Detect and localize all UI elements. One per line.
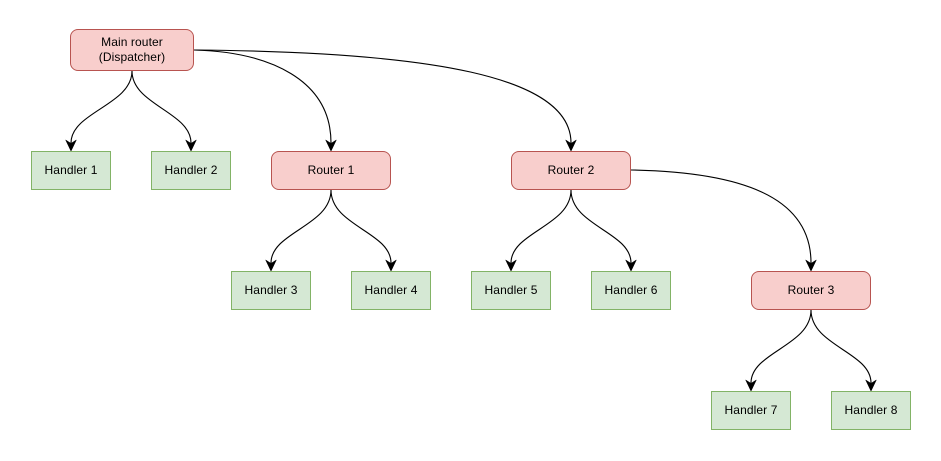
node-label: Router 3 (787, 283, 835, 297)
edge-router-2-to-handler-6[interactable] (570, 189, 637, 272)
edge-line (630, 169, 812, 264)
arrow-head-icon (565, 139, 577, 152)
edge-router-2-to-handler-5[interactable] (505, 189, 572, 272)
edge-line (193, 49, 572, 144)
arrow-head-icon (185, 139, 197, 152)
edge-line (193, 49, 332, 144)
node-main-router[interactable]: Main router (Dispatcher) (70, 29, 194, 71)
edge-router-3-to-handler-8[interactable] (810, 309, 877, 392)
edge-main-to-handler-2[interactable] (131, 70, 197, 152)
arrow-head-icon (745, 379, 757, 392)
node-handler-5[interactable]: Handler 5 (471, 271, 551, 310)
edge-line (270, 189, 332, 264)
node-label: Main router (Dispatcher) (98, 35, 166, 64)
edge-main-to-router-2[interactable] (193, 49, 577, 152)
node-router-2[interactable]: Router 2 (511, 151, 631, 190)
node-label: Handler 8 (844, 403, 898, 417)
node-label: Handler 2 (164, 163, 218, 177)
arrow-head-icon (865, 379, 877, 392)
edge-line (750, 309, 812, 384)
arrow-head-icon (65, 139, 77, 152)
edge-line (510, 189, 572, 264)
arrow-head-icon (805, 259, 817, 272)
node-label: Handler 3 (244, 283, 298, 297)
edge-line (330, 189, 392, 264)
node-label: Router 2 (547, 163, 595, 177)
node-label: Handler 7 (724, 403, 778, 417)
node-handler-2[interactable]: Handler 2 (151, 151, 231, 190)
arrow-head-icon (385, 259, 397, 272)
arrow-head-icon (625, 259, 637, 272)
node-handler-3[interactable]: Handler 3 (231, 271, 311, 310)
node-label: Handler 4 (364, 283, 418, 297)
node-router-3[interactable]: Router 3 (751, 271, 871, 310)
edge-line (570, 189, 632, 264)
node-label: Handler 5 (484, 283, 538, 297)
edge-main-to-router-1[interactable] (193, 49, 337, 152)
arrow-head-icon (265, 259, 277, 272)
node-label: Router 1 (307, 163, 355, 177)
node-handler-8[interactable]: Handler 8 (831, 391, 911, 430)
edge-router-1-to-handler-3[interactable] (265, 189, 332, 272)
node-label: Handler 6 (604, 283, 658, 297)
node-handler-7[interactable]: Handler 7 (711, 391, 791, 430)
node-handler-4[interactable]: Handler 4 (351, 271, 431, 310)
edge-router-1-to-handler-4[interactable] (330, 189, 397, 272)
arrow-head-icon (505, 259, 517, 272)
edge-router-3-to-handler-7[interactable] (745, 309, 812, 392)
edge-line (131, 70, 192, 144)
arrow-head-icon (325, 139, 337, 152)
edge-router-2-to-router-3[interactable] (630, 169, 817, 272)
node-label: Handler 1 (44, 163, 98, 177)
node-handler-1[interactable]: Handler 1 (31, 151, 111, 190)
edge-main-to-handler-1[interactable] (65, 70, 133, 152)
node-handler-6[interactable]: Handler 6 (591, 271, 671, 310)
node-router-1[interactable]: Router 1 (271, 151, 391, 190)
edge-line (810, 309, 872, 384)
edge-line (70, 70, 133, 144)
